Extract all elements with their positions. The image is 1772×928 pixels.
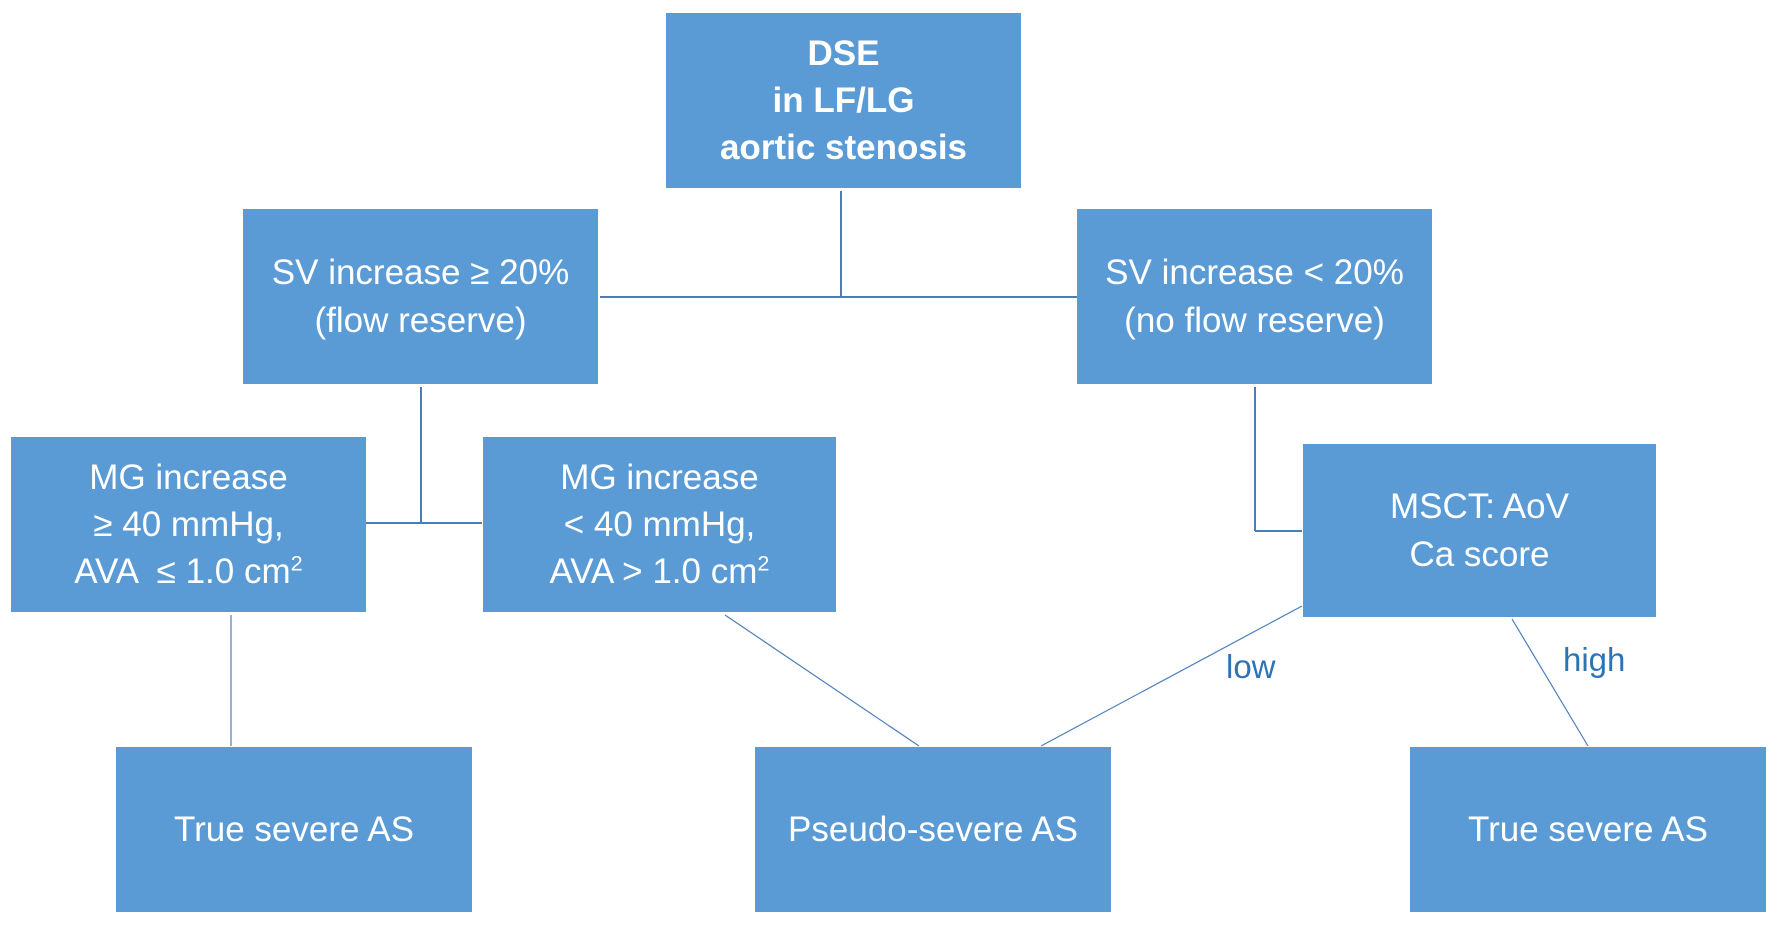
connector-msct-high-to-true-severe: [1511, 618, 1589, 747]
mg-lt40-superscript: 2: [757, 550, 770, 576]
true-severe-left-label: True severe AS: [174, 809, 414, 849]
sv-increase-ge20-box: SV increase ≥ 20% (flow reserve): [243, 209, 598, 384]
connector-msct-low-to-pseudo: [1040, 605, 1303, 747]
mg-ge40-ava-text: AVA ≤ 1.0 cm: [74, 552, 291, 592]
msct-line-1: MSCT: AoV: [1390, 487, 1569, 527]
root-line-2: in LF/LG: [772, 80, 915, 120]
root-line-3: aortic stenosis: [719, 128, 968, 168]
true-severe-right-label: True severe AS: [1468, 809, 1708, 849]
sv-ge20-line-1: SV increase ≥ 20%: [271, 253, 570, 293]
mg-ge40-line-2: ≥ 40 mmHg,: [93, 504, 284, 544]
sv-ge20-line-2: (flow reserve): [314, 300, 527, 340]
sv-increase-lt20-box: SV increase < 20% (no flow reserve): [1077, 209, 1432, 384]
root-box: DSE in LF/LG aortic stenosis: [666, 13, 1021, 188]
mg-lt40-ava-text: AVA > 1.0 cm: [549, 552, 758, 592]
sv-lt20-line-2: (no flow reserve): [1124, 300, 1385, 340]
msct-line-2: Ca score: [1409, 534, 1550, 574]
mg-lt40-line-3: AVA > 1.0 cm2: [550, 548, 770, 595]
edge-label-low: low: [1226, 648, 1276, 685]
pseudo-severe-label: Pseudo-severe AS: [788, 809, 1078, 849]
connector-mg-lt40-to-pseudo: [724, 614, 920, 747]
mg-ge40-line-3: AVA ≤ 1.0 cm2: [74, 548, 302, 595]
mg-ge40-line-1: MG increase: [89, 457, 288, 497]
root-line-1: DSE: [807, 33, 880, 73]
true-severe-as-right-box: True severe AS: [1410, 747, 1766, 912]
sv-lt20-line-1: SV increase < 20%: [1105, 253, 1404, 293]
mg-ge40-superscript: 2: [290, 550, 303, 576]
pseudo-severe-as-box: Pseudo-severe AS: [755, 747, 1111, 912]
msct-ca-score-box: MSCT: AoV Ca score: [1303, 444, 1656, 617]
true-severe-as-left-box: True severe AS: [116, 747, 472, 912]
mg-increase-lt40-box: MG increase < 40 mmHg, AVA > 1.0 cm2: [483, 437, 836, 612]
mg-increase-ge40-box: MG increase ≥ 40 mmHg, AVA ≤ 1.0 cm2: [11, 437, 366, 612]
mg-lt40-line-2: < 40 mmHg,: [563, 504, 756, 544]
edge-label-high: high: [1563, 641, 1626, 678]
mg-lt40-line-1: MG increase: [560, 457, 759, 497]
